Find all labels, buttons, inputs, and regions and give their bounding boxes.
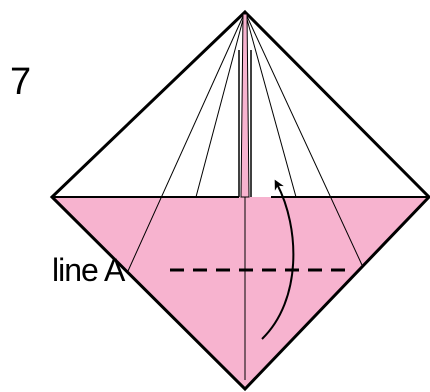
fold-arrow	[261, 179, 295, 340]
center-flap	[240, 13, 250, 198]
pink-paper-region	[52, 197, 429, 389]
paper-outline	[49, 9, 430, 392]
crease-line	[127, 11, 246, 272]
crease-line	[244, 11, 297, 198]
step-number: 7	[10, 61, 31, 103]
fold-line-label: line A	[52, 252, 126, 288]
crease-line	[244, 11, 363, 266]
crease-line	[195, 11, 246, 198]
